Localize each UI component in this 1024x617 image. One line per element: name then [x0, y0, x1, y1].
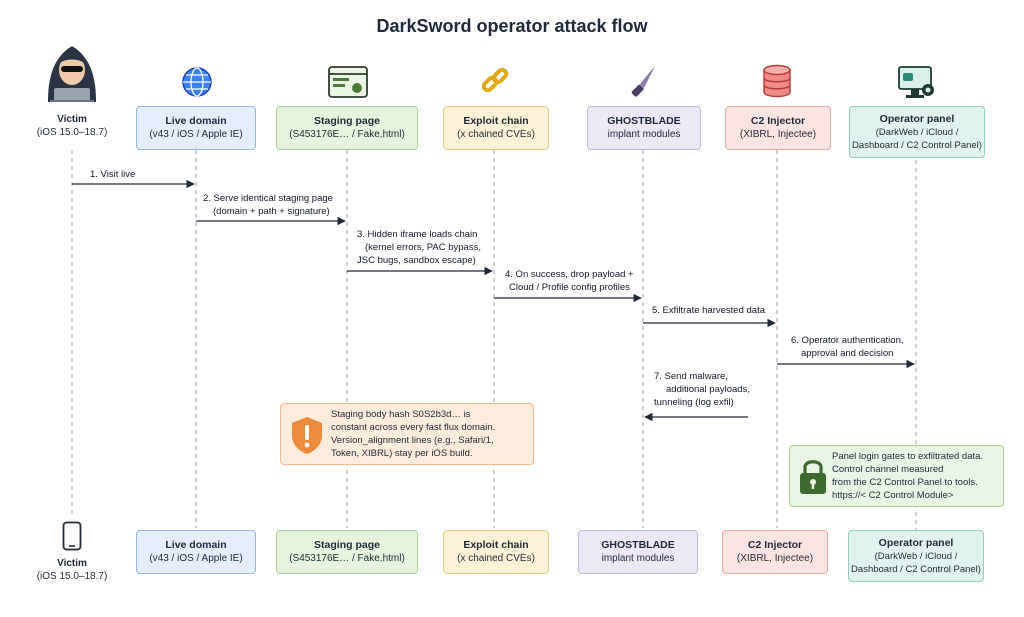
webpage-icon	[328, 66, 368, 98]
exploit-chain-name: Exploit chain	[463, 115, 529, 127]
c2-injector-box-top: C2 Injector (XIBRL, Injectee)	[725, 106, 831, 150]
lock-note-line: https://< C2 Control Module>	[832, 490, 954, 501]
lock-note-line: from the C2 Control Panel to tools.	[832, 477, 978, 488]
victim-name: Victim	[57, 558, 87, 569]
operator-panel-name: Operator panel	[879, 112, 955, 125]
ghostblade-box-top: GHOSTBLADE implant modules	[587, 106, 701, 150]
warning-shield-icon	[292, 417, 322, 454]
staging-page-box-top: Staging page (S453176E… / Fake.html)	[276, 106, 418, 150]
phone-icon	[62, 521, 82, 551]
message-3-line: JSC bugs, sandbox escape)	[357, 255, 476, 266]
message-5-line: 5. Exfiltrate harvested data	[652, 305, 766, 316]
live-domain-box-top: Live domain (v43 / iOS / Apple IE)	[136, 106, 256, 150]
message-4-line: 4. On success, drop payload +	[505, 269, 634, 280]
staging-page-name: Staging page	[314, 115, 380, 127]
c2-injector-box-bottom: C2 Injector (XIBRL, Injectee)	[722, 530, 828, 574]
operator-panel-box-top: Operator panel (DarkWeb / iCloud / Dashb…	[849, 106, 985, 158]
operator-panel-sub2: Dashboard / C2 Control Panel)	[852, 139, 982, 151]
operator-panel-name: Operator panel	[878, 536, 954, 549]
operator-panel-box-bottom: Operator panel (DarkWeb / iCloud / Dashb…	[848, 530, 984, 582]
live-domain-box-bottom: Live domain (v43 / iOS / Apple IE)	[136, 530, 256, 574]
victim-os: (iOS 15.0–18.7)	[36, 571, 108, 582]
chain-link-icon	[481, 67, 509, 93]
exploit-chain-sub: (x chained CVEs)	[457, 553, 535, 564]
lock-note-line: Panel login gates to exfiltrated data.	[832, 451, 984, 462]
victim-os: (iOS 15.0–18.7)	[36, 127, 108, 138]
staging-page-sub: (S453176E… / Fake.html)	[289, 553, 405, 564]
message-2: 2. Serve identical staging page (domain …	[203, 192, 333, 218]
message-7-line: tunneling (log exfil)	[654, 397, 734, 408]
padlock-icon	[800, 460, 826, 494]
knife-icon	[631, 66, 655, 97]
lock-note-line: Control channel measured	[832, 464, 944, 475]
database-icon	[763, 64, 791, 98]
operator-panel-sub2: Dashboard / C2 Control Panel)	[851, 563, 981, 575]
live-domain-sub: (v43 / iOS / Apple IE)	[149, 129, 243, 140]
warning-note: Staging body hash S0S2b3d… is constant a…	[280, 403, 534, 465]
operator-panel-sub: (DarkWeb / iCloud /	[874, 550, 958, 562]
message-3-line: (kernel errors, PAC bypass,	[365, 242, 481, 253]
message-3-line: 3. Hidden iframe loads chain	[357, 229, 478, 240]
c2-injector-sub: (XIBRL, Injectee)	[739, 129, 817, 140]
message-7: 7. Send malware, additional payloads, tu…	[654, 370, 750, 409]
monitor-gear-icon	[898, 66, 934, 98]
live-domain-name: Live domain	[165, 115, 227, 127]
ghostblade-box-bottom: GHOSTBLADE implant modules	[578, 530, 698, 574]
staging-page-name: Staging page	[314, 539, 380, 551]
live-domain-sub: (v43 / iOS / Apple IE)	[149, 553, 243, 564]
message-6-line: 6. Operator authentication,	[791, 335, 904, 346]
warning-note-line: Version_alignment lines (e.g., Safari/1,	[331, 435, 494, 446]
victim-name: Victim	[57, 114, 87, 125]
warning-note-line: Token, XIBRL) stay per iOS build.	[331, 448, 473, 459]
exploit-chain-name: Exploit chain	[463, 539, 529, 551]
victim-label-top: Victim (iOS 15.0–18.7)	[28, 113, 116, 139]
exploit-chain-box-bottom: Exploit chain (x chained CVEs)	[443, 530, 549, 574]
c2-injector-name: C2 Injector	[750, 115, 806, 127]
message-4: 4. On success, drop payload + Cloud / Pr…	[505, 268, 634, 294]
warning-note-line: Staging body hash S0S2b3d… is	[331, 409, 471, 420]
victim-label-bottom: Victim (iOS 15.0–18.7)	[28, 557, 116, 583]
operator-panel-sub: (DarkWeb / iCloud /	[875, 126, 959, 138]
staging-page-box-bottom: Staging page (S453176E… / Fake.html)	[276, 530, 418, 574]
message-3: 3. Hidden iframe loads chain (kernel err…	[357, 228, 481, 267]
message-6: 6. Operator authentication, approval and…	[791, 334, 904, 360]
live-domain-name: Live domain	[165, 539, 227, 551]
ghostblade-name: GHOSTBLADE	[607, 115, 681, 127]
c2-injector-name: C2 Injector	[747, 539, 803, 551]
warning-note-line: constant across every fast flux domain.	[331, 422, 496, 433]
message-2-line: (domain + path + signature)	[213, 206, 330, 217]
message-4-line: Cloud / Profile config profiles	[509, 282, 630, 293]
message-7-line: additional payloads,	[666, 384, 750, 395]
ghostblade-sub: implant modules	[607, 129, 681, 140]
message-2-line: 2. Serve identical staging page	[203, 193, 333, 204]
exploit-chain-sub: (x chained CVEs)	[457, 129, 535, 140]
message-6-line: approval and decision	[801, 348, 894, 359]
globe-icon	[182, 67, 212, 97]
ghostblade-sub: implant modules	[601, 553, 675, 564]
diagram-title: DarkSword operator attack flow	[376, 16, 648, 36]
ghostblade-name: GHOSTBLADE	[601, 539, 675, 551]
message-1-line: 1. Visit live	[90, 169, 136, 180]
c2-injector-sub: (XIBRL, Injectee)	[736, 553, 814, 564]
staging-page-sub: (S453176E… / Fake.html)	[289, 129, 405, 140]
hacker-icon	[48, 46, 96, 102]
lock-note: Panel login gates to exfiltrated data. C…	[789, 445, 1004, 507]
exploit-chain-box-top: Exploit chain (x chained CVEs)	[443, 106, 549, 150]
message-5: 5. Exfiltrate harvested data	[652, 304, 765, 317]
message-7-line: 7. Send malware,	[654, 371, 728, 382]
message-1: 1. Visit live	[90, 168, 135, 181]
